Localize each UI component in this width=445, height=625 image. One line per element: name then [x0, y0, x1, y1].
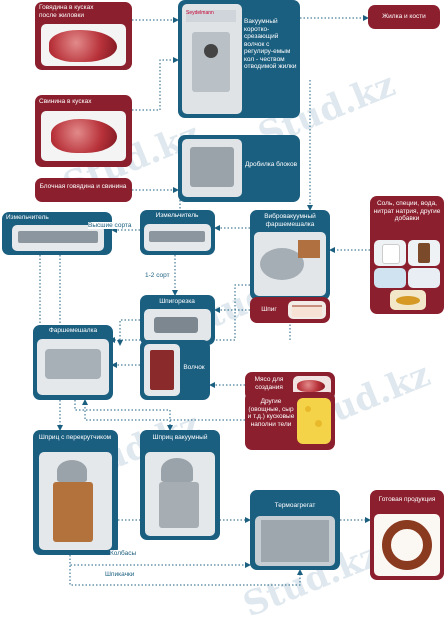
structure-meat-photo — [293, 376, 331, 396]
other-fillers-label: Другие (овощные, сыр и т.д.) кусковые на… — [247, 398, 295, 428]
nitrite-photo — [408, 268, 440, 288]
top-grades-label: Высшие сорта — [88, 222, 132, 229]
block-meat-label: Блочная говядина и свинина — [39, 183, 127, 190]
mincer-label: Волчок — [183, 364, 205, 371]
beef-photo — [41, 24, 126, 66]
additives-box: Соль, специи, вода, нитрат натрия, други… — [370, 196, 444, 314]
pork-cuts-box: Свинина в кусках — [35, 95, 132, 167]
grinder-mixer-box: Seydelmann Вакуумный коротко-срезающий в… — [178, 0, 300, 118]
crusher-photo — [182, 139, 242, 197]
bacon-box: Шпиг — [250, 297, 330, 323]
spice-photo — [408, 240, 440, 266]
grades-1-2-label: 1-2 сорт — [145, 272, 170, 279]
thermo-unit-photo — [255, 516, 335, 566]
water-photo — [374, 268, 406, 288]
block-crusher-label: Дробилка блоков — [244, 161, 298, 168]
vacuum-mixer-label: Вибровакуумный фаршемешалка — [264, 213, 316, 228]
grinder-left-photo — [12, 225, 104, 251]
stuffer-twister-photo — [39, 452, 112, 550]
mincer-photo — [144, 344, 180, 396]
bacon-slicer-box: Шпигорезка — [140, 295, 215, 345]
finished-product-box: Готовая продукция — [370, 490, 444, 580]
additives-label: Соль, специи, вода, нитрат натрия, други… — [373, 200, 441, 222]
beef-cuts-label: Говядина в кусках после жиловки — [39, 4, 94, 19]
stuffer-vacuum-photo — [145, 452, 215, 536]
mixer-box: Фаршемешалка — [33, 325, 113, 400]
grinder-mid-box: Измельчитель — [140, 210, 215, 255]
other-additive-photo — [390, 290, 426, 310]
vacuum-mixer-photo — [254, 232, 326, 296]
mixer-photo — [37, 339, 109, 395]
grinder-machine-photo: Seydelmann — [182, 4, 242, 114]
pork-cuts-label: Свинина в кусках — [39, 98, 92, 105]
mixer-label: Фаршемешалка — [48, 327, 98, 334]
thermo-unit-label: Термоагрегат — [274, 502, 316, 509]
grinder-mid-photo — [144, 224, 211, 251]
stuffer-twister-label: Шприц с перекрутчиком — [38, 434, 112, 441]
bacon-photo — [288, 301, 326, 319]
finished-product-label: Готовая продукция — [378, 496, 436, 503]
bacon-label: Шпиг — [261, 306, 277, 313]
stuffer-vacuum-label: Шприц вакуумный — [152, 434, 208, 441]
sinew-label: Жилка и кости — [382, 13, 426, 20]
stuffer-vacuum-box: Шприц вакуумный — [140, 430, 220, 540]
grinder-mixer-label: Вакуумный коротко-срезающий волчок с рег… — [244, 18, 297, 70]
brand-logo: Seydelmann — [186, 10, 236, 22]
other-fillers-box: Другие (овощные, сыр и т.д.) кусковые на… — [245, 392, 335, 450]
sausages-label: Колбасы — [110, 550, 137, 557]
block-crusher-box: Дробилка блоков — [178, 135, 300, 202]
block-meat-box: Блочная говядина и свинина — [35, 178, 132, 202]
beef-cuts-box: Говядина в кусках после жиловки — [35, 2, 132, 70]
bacon-slicer-label: Шпигорезка — [159, 298, 195, 305]
grinder-mid-label: Измельчитель — [155, 212, 199, 219]
sinew-box: Жилка и кости — [368, 5, 440, 29]
pork-photo — [41, 111, 126, 161]
sausage-photo — [374, 514, 440, 576]
cheese-photo — [297, 398, 331, 444]
grinder-left-box: Измельчитель — [2, 212, 112, 255]
bacon-slicer-photo — [144, 309, 211, 341]
mincer-box: Волчок — [140, 340, 210, 400]
stuffer-twister-box: Шприц с перекрутчиком — [33, 430, 118, 555]
grinder-left-label: Измельчитель — [6, 214, 49, 221]
vacuum-mixer-box: Вибровакуумный фаршемешалка — [250, 210, 330, 300]
small-sausages-label: Шпикачки — [105, 571, 135, 578]
thermo-unit-box: Термоагрегат — [250, 490, 340, 570]
salt-photo — [374, 240, 406, 266]
